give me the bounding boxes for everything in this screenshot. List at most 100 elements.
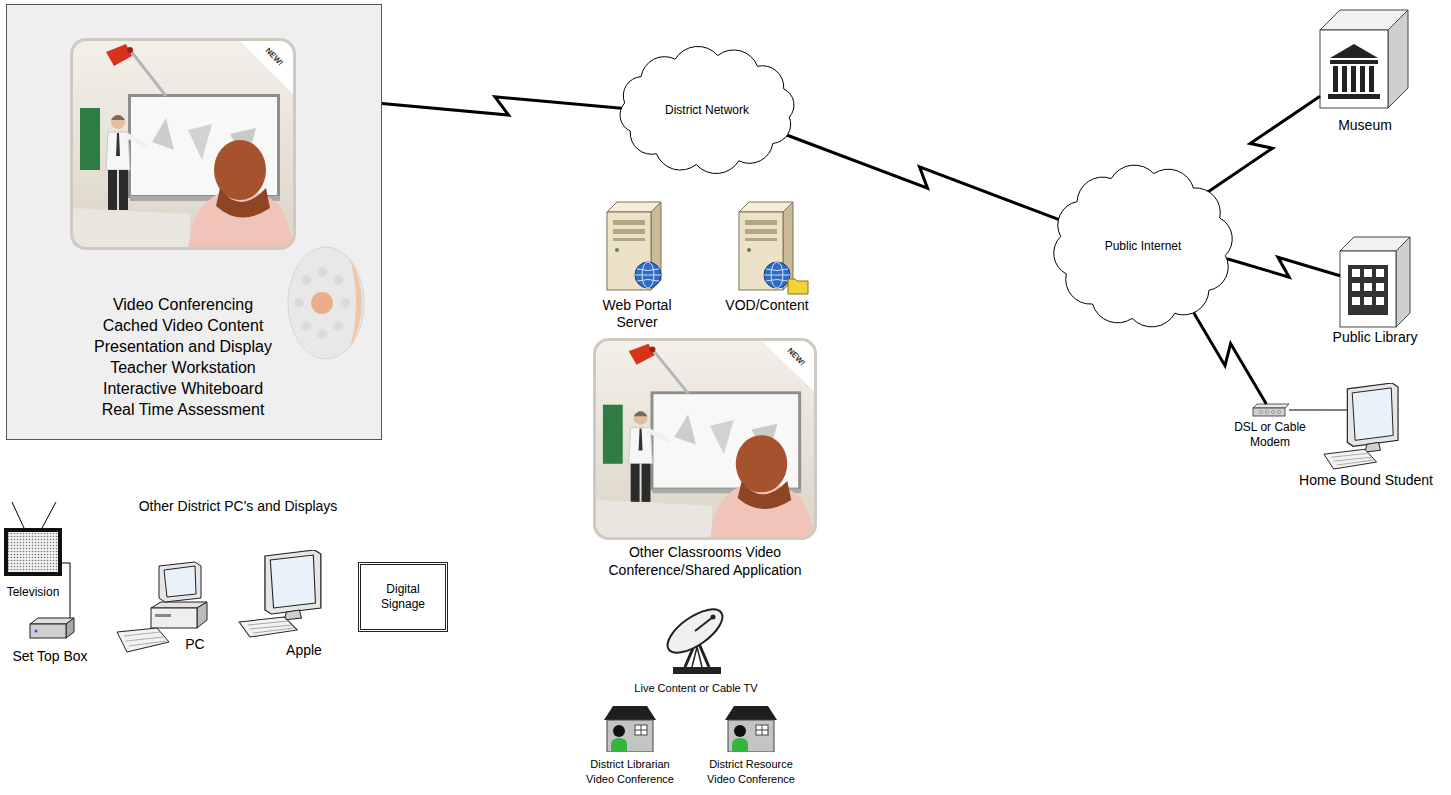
- remote-control: [317, 329, 327, 339]
- remote-control: [311, 292, 333, 314]
- signage-box: Digital Signage: [358, 562, 448, 632]
- library-icon: [1376, 297, 1384, 305]
- pc-icon: [197, 602, 207, 628]
- web-server-icon: [635, 262, 661, 288]
- museum-node: Museum: [1320, 8, 1408, 110]
- node-text: PC: [185, 636, 204, 652]
- library-icon: [1340, 251, 1396, 327]
- remote-control: [294, 298, 304, 308]
- pc-icon: [155, 614, 171, 617]
- library-node: Public Library: [1340, 235, 1410, 327]
- node-caption: Set Top Box: [12, 648, 87, 664]
- node-caption: PC: [185, 636, 204, 652]
- web-server-icon: [635, 275, 661, 276]
- vod-server-icon: [764, 262, 790, 288]
- node-body: District Network: [612, 45, 802, 175]
- node-body: Video ConferencingCached Video ContentPr…: [7, 5, 381, 420]
- web-server-icon: [607, 202, 661, 290]
- museum-icon: [1388, 10, 1408, 108]
- node-caption: Live Content or Cable TV: [634, 682, 757, 695]
- node-body: Digital Signage: [361, 565, 445, 629]
- node-caption: Television: [7, 585, 60, 599]
- node-caption: VOD/Content: [725, 297, 808, 314]
- classroom-photo: [70, 38, 296, 250]
- museum-icon: [1330, 44, 1378, 58]
- node-text: District Resource Video Conference: [699, 757, 803, 787]
- pc-icon: [117, 562, 207, 652]
- museum-icon: [1351, 66, 1356, 92]
- badge-text: NEW!: [785, 346, 807, 368]
- computer-icon: [1324, 383, 1398, 469]
- library-icon: [1396, 237, 1410, 327]
- vod-server-icon: [764, 262, 790, 288]
- network-cloud: Public Internet: [1048, 163, 1238, 329]
- node-caption: Museum: [1338, 117, 1392, 133]
- node-text: Real Time Assessment: [102, 399, 265, 420]
- vod-server-icon: [739, 202, 808, 294]
- node-text: VOD/Content: [725, 297, 808, 314]
- node-text: Television: [7, 585, 60, 599]
- pc-node: PC: [115, 562, 207, 654]
- node-caption: District Librarian Video Conference: [578, 757, 682, 787]
- television-icon: [4, 528, 62, 576]
- pc-icon: [151, 608, 197, 628]
- library-icon: [1352, 297, 1360, 305]
- badge-text: NEW!: [263, 46, 285, 68]
- remote-control: [288, 247, 364, 359]
- cloud-shape: [1054, 165, 1233, 327]
- museum-icon: [1333, 66, 1338, 92]
- node-text: Set Top Box: [12, 648, 87, 664]
- apple-icon: [239, 550, 321, 637]
- modem-node: DSL or Cable Modem: [1253, 404, 1289, 416]
- web-server-icon: [635, 262, 661, 288]
- server-node: Web Portal Server: [603, 200, 667, 292]
- satellite-dish-icon: [692, 647, 702, 667]
- television-icon: [12, 502, 24, 528]
- library-icon: [1352, 269, 1360, 277]
- remote-control: [333, 321, 343, 331]
- television-icon: [4, 502, 62, 576]
- set-top-box-icon: [30, 624, 66, 638]
- television-icon: [8, 532, 58, 572]
- library-icon: [1364, 283, 1372, 291]
- network-link: [1189, 305, 1266, 404]
- satellite-dish-icon: [695, 617, 713, 631]
- cable-wire: [1322, 410, 1350, 411]
- modem-icon: [1253, 408, 1285, 416]
- network-link: [1203, 96, 1320, 195]
- satellite-dish-icon: [661, 601, 729, 661]
- server-node: VOD/Content: [735, 200, 811, 292]
- node-body: Public Internet: [1048, 163, 1238, 329]
- modem-icon: [1272, 411, 1275, 414]
- connector-group: [62, 96, 1340, 618]
- library-icon: [1364, 269, 1372, 277]
- pc-icon: [117, 628, 169, 652]
- library-icon: [1376, 269, 1384, 277]
- network-link: [784, 134, 1063, 221]
- student-node: Home Bound Student: [1322, 383, 1400, 470]
- television-node: Television: [4, 478, 62, 578]
- vod-server-icon: [739, 202, 793, 290]
- museum-icon: [1330, 60, 1378, 64]
- node-caption: Home Bound Student: [1299, 472, 1433, 488]
- cloud-shape: [620, 46, 794, 173]
- node-caption: District Resource Video Conference: [699, 757, 803, 787]
- web-server-icon: [607, 202, 661, 290]
- satellite-dish-icon: [673, 667, 721, 674]
- node-text: District Network: [665, 103, 749, 118]
- node-text: Digital Signage: [373, 582, 433, 612]
- satellite-dish-icon: [711, 615, 716, 620]
- node-caption: Public Library: [1333, 329, 1418, 345]
- house-icon: [725, 706, 777, 752]
- node-caption: Web Portal Server: [592, 297, 682, 331]
- museum-icon: [1360, 66, 1365, 92]
- television-icon: [42, 502, 56, 528]
- remote-control: [317, 267, 327, 277]
- modem-icon: [1253, 404, 1289, 416]
- museum-icon: [1328, 94, 1380, 99]
- house-icon: [604, 706, 656, 752]
- remote-control: [350, 258, 362, 348]
- cable-line: [1289, 409, 1322, 410]
